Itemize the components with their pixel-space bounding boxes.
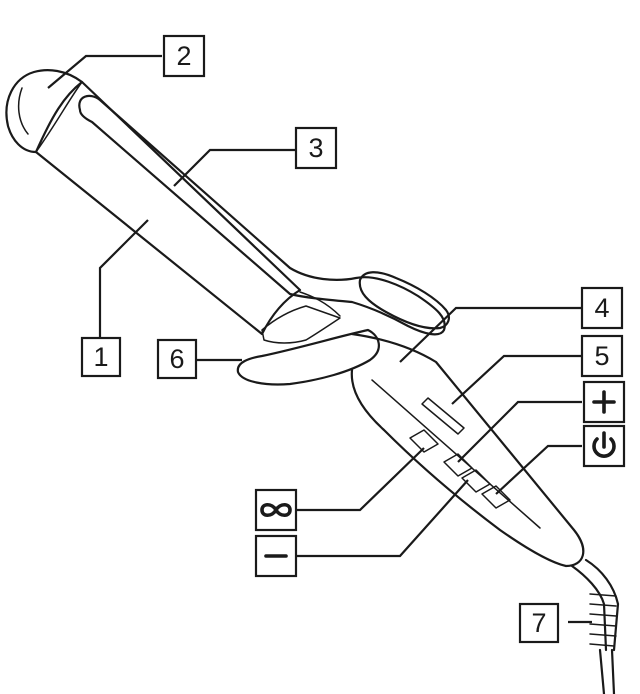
barrel [34, 80, 302, 336]
power-callout [582, 424, 626, 468]
callout-3: 3 [294, 126, 338, 170]
leader-plus [457, 400, 582, 463]
temperature-display [421, 397, 465, 435]
minus-callout [254, 534, 298, 578]
callout-6: 6 [156, 338, 198, 380]
callout-7-label: 7 [531, 608, 546, 638]
callout-1-label: 1 [93, 342, 108, 372]
infinity-icon [260, 502, 292, 518]
plus-callout [582, 380, 626, 424]
callout-2-label: 2 [176, 41, 191, 71]
callout-4-label: 4 [594, 293, 609, 323]
plus-icon [592, 390, 616, 414]
callout-5: 5 [580, 334, 624, 378]
callout-4: 4 [580, 286, 624, 330]
button-infinity [409, 429, 439, 453]
curling-iron-illustration [5, 69, 620, 694]
leader-infinity [296, 447, 425, 512]
handle [350, 332, 585, 568]
callout-3-label: 3 [308, 133, 323, 163]
button-minus [461, 469, 491, 493]
button-plus [443, 453, 473, 477]
clamp [78, 94, 446, 336]
button-power [481, 485, 511, 509]
callout-7: 7 [518, 602, 560, 644]
leader-power [495, 444, 582, 495]
leader-1 [98, 219, 149, 338]
callout-6-label: 6 [169, 344, 184, 374]
leader-minus [296, 479, 469, 558]
infinity-callout [254, 488, 298, 532]
swivel-cord [570, 558, 620, 652]
clamp-lever [358, 271, 450, 330]
leader-2 [47, 54, 162, 89]
leader-4 [399, 306, 582, 363]
callout-1: 1 [80, 336, 122, 378]
leader-5 [451, 354, 582, 405]
power-icon [592, 431, 616, 458]
callout-5-label: 5 [594, 341, 609, 371]
stand [236, 328, 380, 386]
leader-3 [173, 148, 296, 187]
callout-2: 2 [162, 34, 206, 78]
